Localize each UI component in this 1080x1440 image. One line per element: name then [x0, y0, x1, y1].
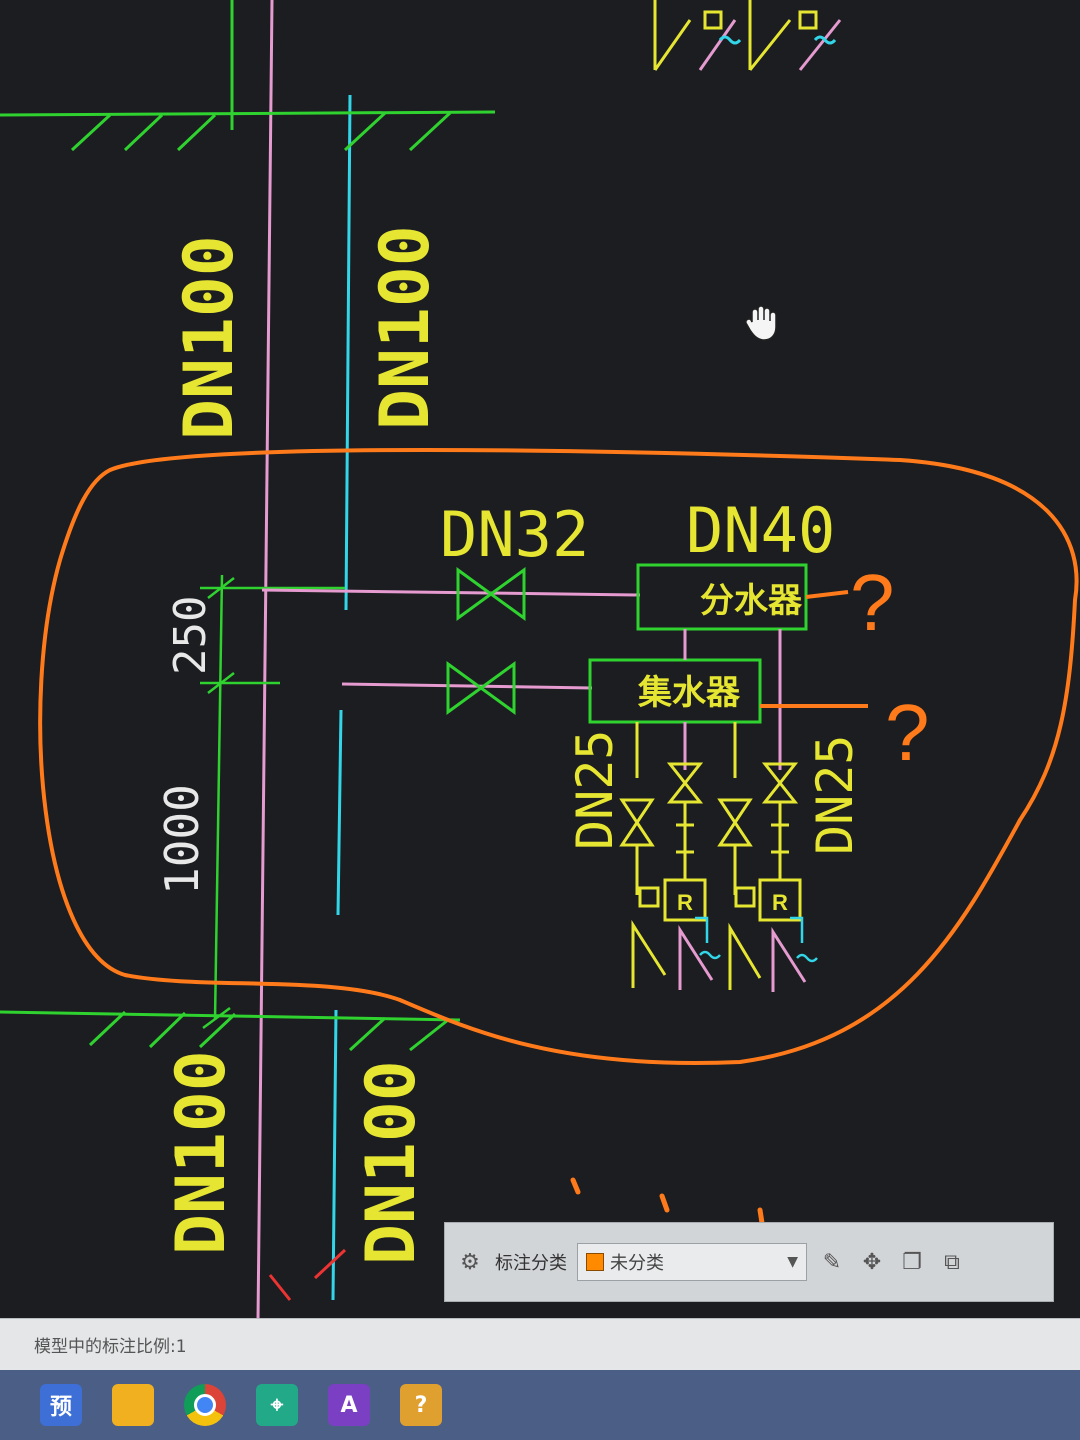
folder-app-icon[interactable] [112, 1384, 154, 1426]
label-dn32: DN32 [440, 498, 589, 571]
gate-valve-supply[interactable] [456, 567, 526, 621]
chevron-down-icon: ▼ [787, 1254, 798, 1270]
collector-box[interactable] [588, 658, 762, 724]
manifold-branches [635, 722, 737, 778]
dimension-250: 250 [165, 596, 216, 675]
dimension-1000: 1000 [155, 784, 209, 895]
label-dn100-lower-right: DN100 [352, 1060, 431, 1265]
pipe-return-horizontal [341, 682, 593, 690]
floor-line-lower [0, 1010, 461, 1052]
classify-icon[interactable]: ⚙ [460, 1249, 480, 1275]
annotation-toolbar: ⚙ 标注分类 未分类 ▼ ✎ ✥ ❐ ⧉ [444, 1222, 1054, 1302]
gate-valve-return[interactable] [446, 661, 516, 715]
red-line-fragments [268, 1248, 347, 1301]
handwritten-question-1: ? [850, 558, 895, 647]
pipe-pink-vertical [256, 0, 274, 1321]
label-dn40: DN40 [686, 494, 835, 567]
orange-leader-distributor [805, 590, 849, 599]
orange-strokes [570, 1177, 765, 1226]
label-dn100-lower-left: DN100 [162, 1050, 241, 1255]
distributor-label: 分水器 [700, 582, 803, 620]
label-dn100-upper-right: DN100 [366, 225, 445, 430]
valve-tag-r-1: R [677, 890, 693, 915]
annotation-scale-text: 模型中的标注比例:1 [34, 1337, 187, 1357]
status-bar: 模型中的标注比例:1 [0, 1318, 1080, 1370]
annotation-class-label: 标注分类 [495, 1253, 567, 1274]
autocad-app-icon[interactable]: A [328, 1384, 370, 1426]
help-app-label: ? [414, 1392, 428, 1418]
branch-valves-cyan [695, 916, 818, 963]
dimension-lines [200, 574, 345, 1030]
copy-icon[interactable]: ❐ [902, 1249, 922, 1275]
help-app-icon[interactable]: ? [400, 1384, 442, 1426]
annotation-class-value: 未分类 [610, 1253, 664, 1274]
orange-markup-loop [38, 448, 1079, 1065]
chrome-app-icon[interactable] [184, 1384, 226, 1426]
pipe-supply-horizontal [261, 588, 641, 597]
edit-icon[interactable]: ✎ [822, 1249, 842, 1275]
pipe-cyan-vertical-lower [336, 709, 343, 916]
handwritten-question-2: ? [885, 688, 930, 777]
manifold-connections [683, 629, 782, 770]
floor-line-upper [0, 110, 496, 152]
pipe-cyan-vertical-bottom [331, 1009, 338, 1301]
preview-app-label: 预 [49, 1395, 72, 1420]
layers-icon[interactable]: ⧉ [944, 1249, 960, 1275]
collector-label: 集水器 [637, 674, 741, 712]
preview-app-icon[interactable]: 预 [40, 1384, 82, 1426]
branch-valves [619, 762, 802, 990]
windows-taskbar: 预 ⌖ A ? [0, 1370, 1080, 1440]
class-color-swatch [586, 1253, 604, 1271]
label-dn100-upper-left: DN100 [170, 235, 249, 440]
valve-tag-r-2: R [772, 890, 788, 915]
hand-cursor-icon [745, 305, 777, 341]
label-dn25-right: DN25 [806, 735, 864, 855]
top-valve-group [653, 0, 842, 71]
pipe-cyan-vertical-upper [344, 94, 352, 611]
annotation-class-dropdown[interactable]: 未分类 ▼ [577, 1243, 807, 1281]
branch-valves-pink [678, 924, 807, 992]
label-dn25-left: DN25 [566, 730, 624, 850]
move-icon[interactable]: ✥ [862, 1249, 882, 1275]
autocad-app-label: A [340, 1392, 358, 1418]
cad-app-icon[interactable]: ⌖ [256, 1384, 298, 1426]
